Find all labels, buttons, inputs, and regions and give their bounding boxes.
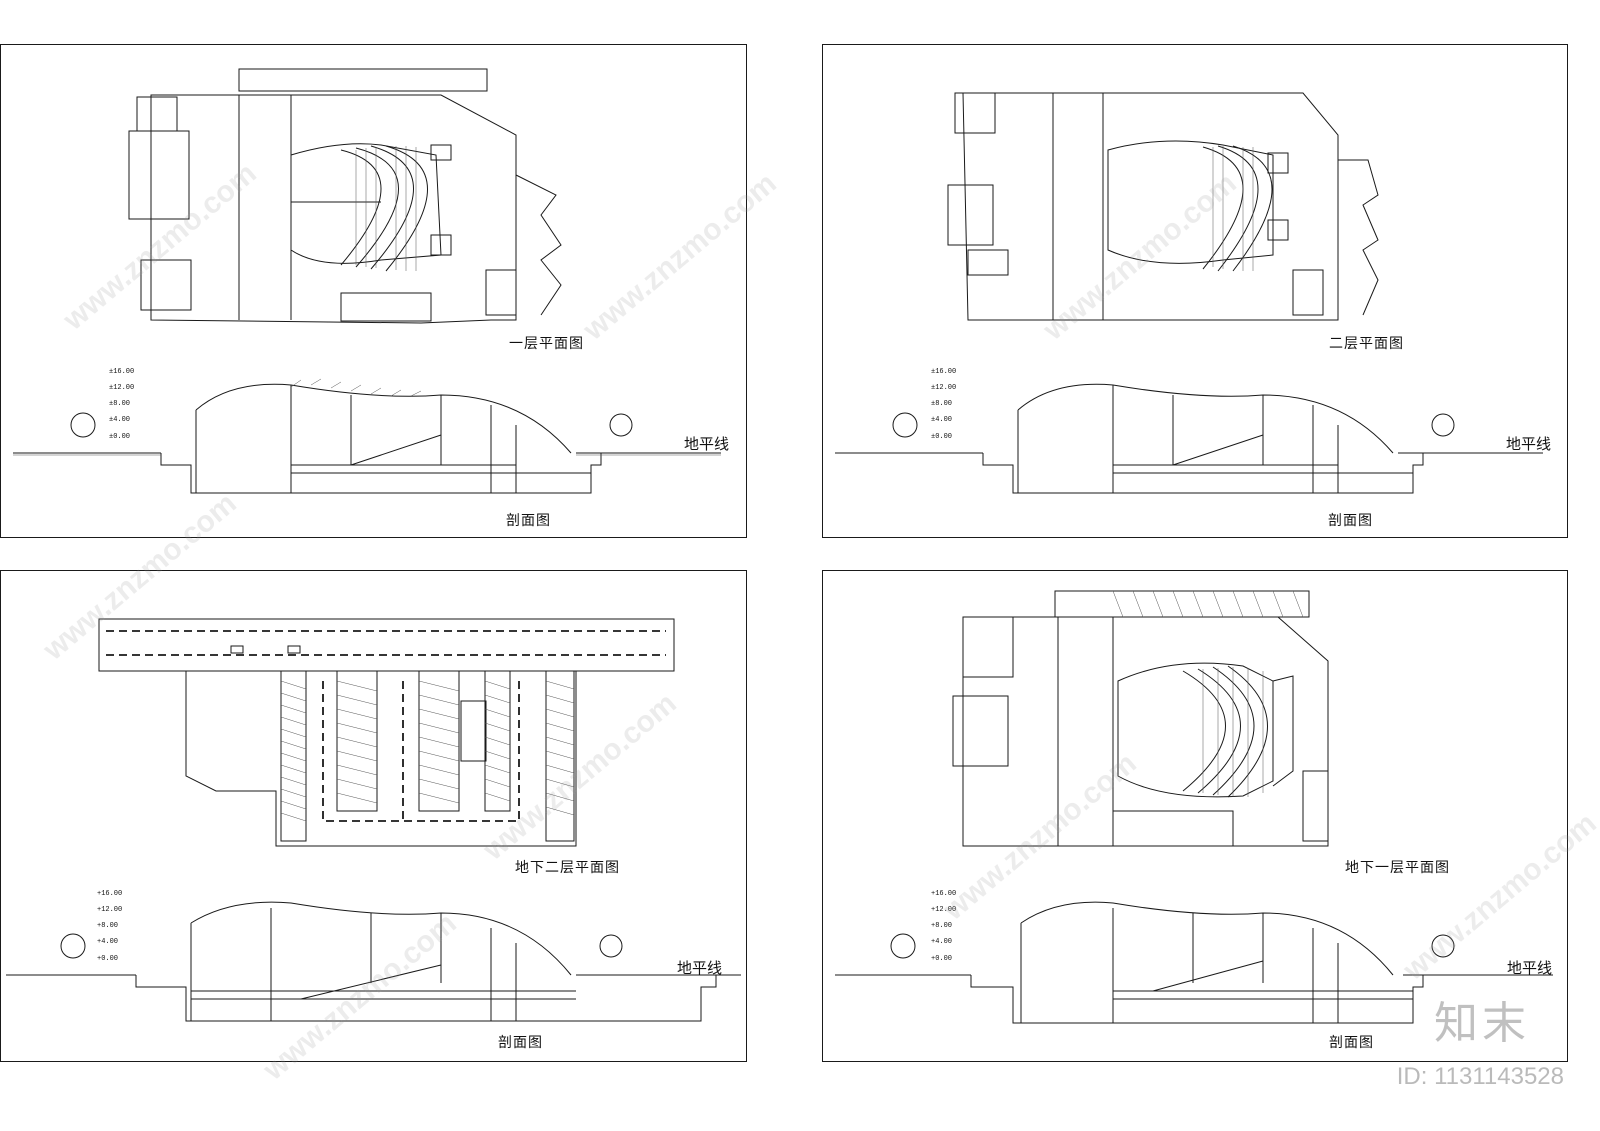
elevation-mark: +16.00 — [97, 890, 123, 898]
floor-plan-b1 — [952, 590, 1329, 847]
elevation-mark: +4.00 — [97, 938, 119, 946]
drawing-sheet-b2: 地下二层平面图 +16.00 +12.00 +8.00 +4.00 +0.00 … — [0, 570, 747, 1062]
plan-title: 地下二层平面图 — [515, 860, 620, 876]
elevation-mark: +8.00 — [97, 922, 119, 930]
section-title: 剖面图 — [506, 513, 551, 529]
section-drawing — [13, 378, 721, 494]
brand-id: ID: 1131143528 — [1396, 1063, 1564, 1090]
ground-line-label: 地平线 — [1506, 435, 1552, 453]
elevation-mark: ±8.00 — [109, 400, 131, 408]
elevation-mark: ±4.00 — [931, 416, 953, 424]
section-drawing — [835, 383, 1543, 494]
elevation-mark: ±0.00 — [109, 433, 131, 441]
section-title: 剖面图 — [1328, 513, 1373, 529]
plan-title: 一层平面图 — [509, 336, 584, 352]
drawing-sheet-2f: 二层平面图 ±16.00 ±12.00 ±8.00 ±4.00 ±0.00 地平… — [822, 44, 1568, 538]
floor-plan-1f — [128, 68, 562, 324]
elevation-mark: ±0.00 — [931, 433, 953, 441]
elevation-mark: +12.00 — [97, 906, 123, 914]
ground-line-label: 地平线 — [1507, 959, 1553, 977]
elevation-mark: +8.00 — [931, 922, 953, 930]
elevation-mark: +0.00 — [931, 955, 953, 963]
elevation-mark: +0.00 — [97, 955, 119, 963]
elevation-mark: +16.00 — [931, 890, 957, 898]
ground-line-label: 地平线 — [677, 959, 723, 977]
drawing-sheet-b1: 地下一层平面图 +16.00 +12.00 +8.00 +4.00 +0.00 … — [822, 570, 1568, 1062]
elevation-mark: ±16.00 — [931, 368, 957, 376]
elevation-mark: ±12.00 — [109, 384, 135, 392]
elevation-mark: ±4.00 — [109, 416, 131, 424]
plan-title: 二层平面图 — [1329, 336, 1404, 352]
drawing-sheet-1f: 一层平面图 ±16.00 ±12.00 ±8.00 ±4.00 ±0.00 地平… — [0, 44, 747, 538]
elevation-mark: +4.00 — [931, 938, 953, 946]
elevation-mark: ±8.00 — [931, 400, 953, 408]
section-title: 剖面图 — [1329, 1035, 1374, 1051]
plan-title: 地下一层平面图 — [1345, 860, 1450, 876]
section-title: 剖面图 — [498, 1035, 543, 1051]
brand-logo: 知末 — [1434, 998, 1530, 1049]
elevation-mark: +12.00 — [931, 906, 957, 914]
section-drawing — [835, 901, 1553, 1024]
elevation-mark: ±12.00 — [931, 384, 957, 392]
floor-plan-b2 — [98, 618, 675, 847]
section-drawing — [6, 901, 741, 1022]
floor-plan-2f — [947, 92, 1379, 321]
elevation-mark: ±16.00 — [109, 368, 135, 376]
ground-line-label: 地平线 — [684, 435, 730, 453]
